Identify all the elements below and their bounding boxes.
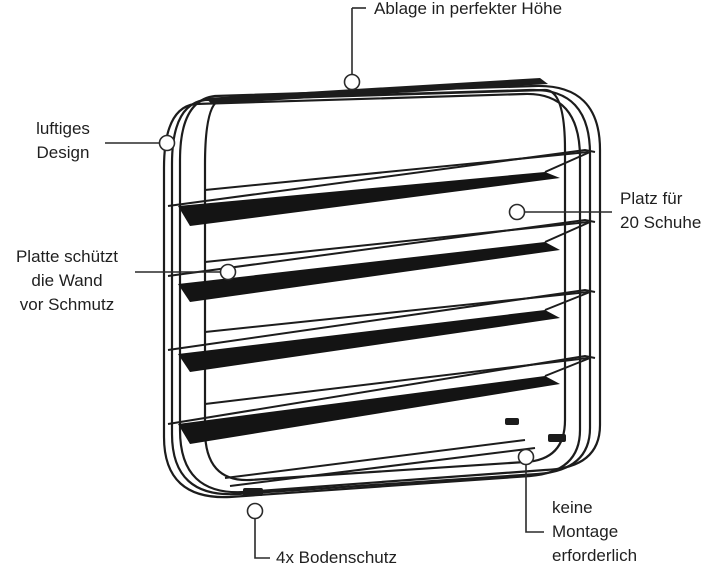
annotation-line: erforderlich xyxy=(552,546,638,565)
callouts xyxy=(105,7,612,559)
annotation-wall-plate: Platte schützt die Wand vor Schmutz xyxy=(0,245,136,317)
annotation-line: die Wand xyxy=(31,271,103,290)
marker-top xyxy=(343,73,361,91)
annotation-line: Platte schützt xyxy=(15,247,119,266)
annotation-capacity: Platz für 20 Schuhe xyxy=(620,187,701,235)
annotation-line: Ablage in perfekter Höhe xyxy=(374,0,563,18)
annotation-line: 4x Bodenschutz xyxy=(276,548,397,567)
annotation-top-shelf: Ablage in perfekter Höhe xyxy=(374,0,562,21)
shelf-rails xyxy=(167,148,596,487)
annotation-line: Design xyxy=(36,143,90,162)
annotation-line: luftiges xyxy=(36,119,90,138)
annotation-no-assembly: keine Montage erforderlich xyxy=(552,496,637,568)
floor-feet xyxy=(243,418,566,496)
annotation-line: 20 Schuhe xyxy=(620,213,702,232)
annotation-line: vor Schmutz xyxy=(19,295,115,314)
annotation-line: keine xyxy=(552,498,593,517)
annotation-airy-design: luftiges Design xyxy=(24,117,102,165)
annotation-line: Montage xyxy=(552,522,619,541)
annotation-line: Platz für xyxy=(620,189,683,208)
shelf-plates xyxy=(178,172,560,444)
annotation-floor-protectors: 4x Bodenschutz xyxy=(276,546,397,570)
top-shelf-panel xyxy=(205,78,548,104)
